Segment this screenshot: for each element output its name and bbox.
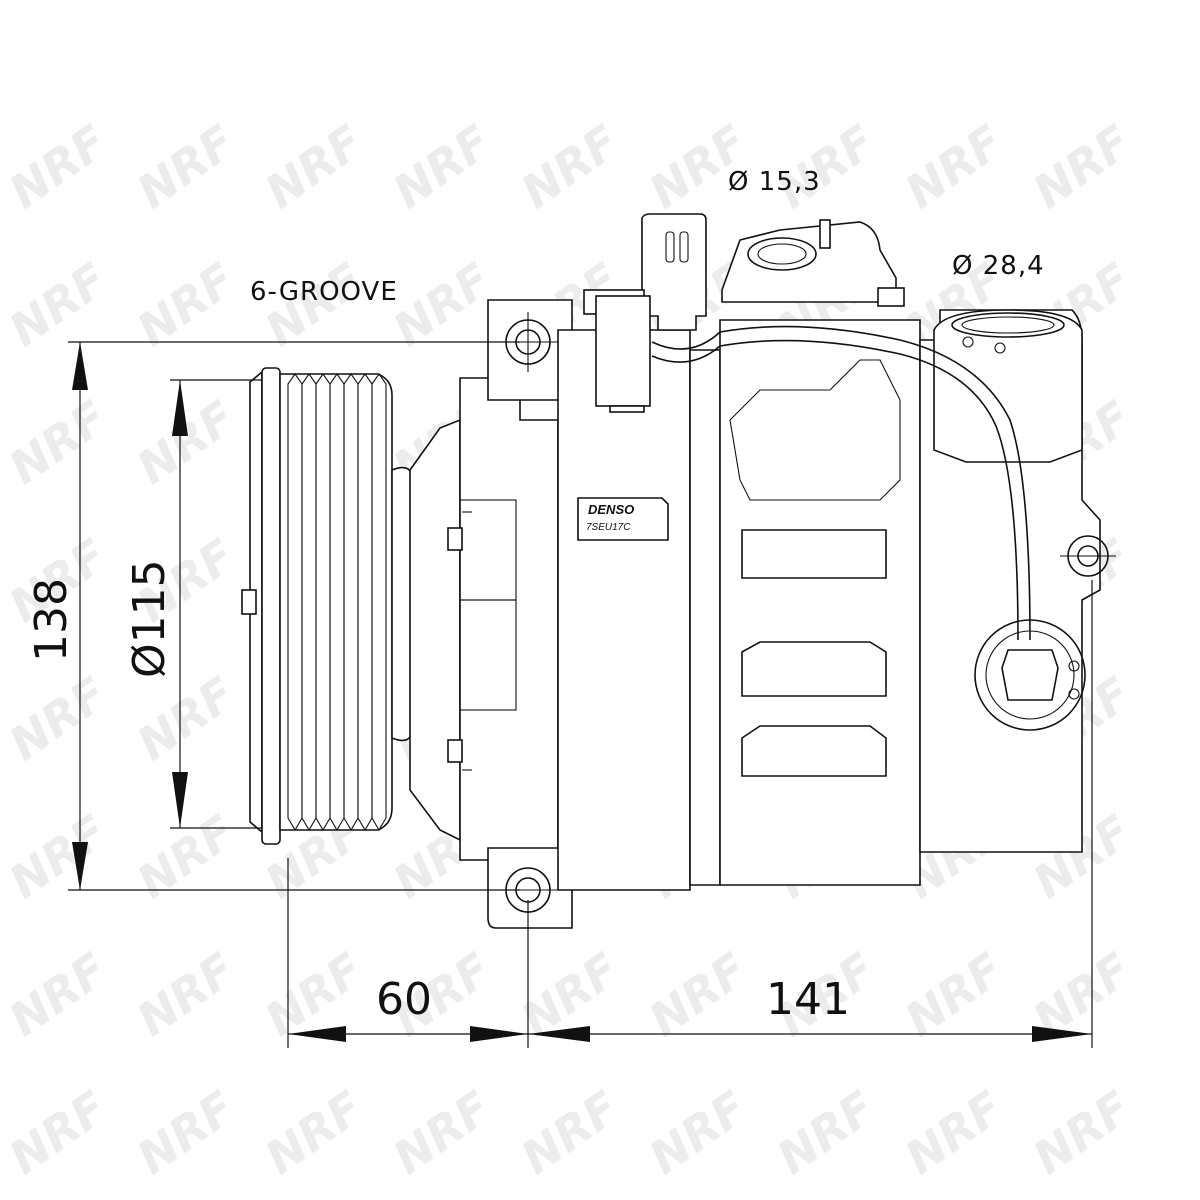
watermark-logo: NRF — [895, 114, 1012, 219]
electrical-connector — [583, 213, 1031, 641]
watermark-logo: NRF — [895, 942, 1012, 1047]
watermark-logo: NRF — [0, 252, 117, 357]
watermark-logo: NRF — [127, 252, 244, 357]
watermark-logo: NRF — [127, 804, 244, 909]
watermark-logo: NRF — [511, 114, 628, 219]
watermark-logo: NRF — [127, 666, 244, 771]
watermark-logo: NRF — [767, 1080, 884, 1185]
watermark-logo: NRF — [0, 666, 117, 771]
pulley-grooves — [287, 373, 387, 832]
groove-label: 6-GROOVE — [250, 277, 398, 307]
pulley-offset-dimension: 60 — [376, 974, 432, 1025]
nameplate-brand: DENSO — [588, 502, 634, 517]
lower-mounting-ear — [487, 847, 573, 929]
front-housing — [409, 377, 559, 861]
dimension-lines — [68, 341, 1093, 1048]
pulley — [241, 367, 413, 845]
discharge-port-diameter-label: Ø 15,3 — [728, 167, 821, 197]
watermark-logo: NRF — [639, 942, 756, 1047]
compressor-body: DENSO 7SEU17C — [557, 319, 940, 891]
watermark-logo: NRF — [383, 114, 500, 219]
watermark-logo: NRF — [0, 804, 117, 909]
watermark-logo: NRF — [127, 942, 244, 1047]
suction-port-diameter-label: Ø 28,4 — [952, 251, 1045, 281]
body-length-dimension: 141 — [766, 974, 850, 1025]
discharge-port — [721, 219, 905, 307]
watermark-logo: NRF — [895, 1080, 1012, 1185]
nameplate: DENSO 7SEU17C — [577, 497, 669, 541]
pulley-groove — [371, 373, 387, 832]
watermark-logo: NRF — [0, 114, 117, 219]
watermark-logo: NRF — [127, 114, 244, 219]
height-dimension: 138 — [26, 578, 77, 662]
watermark-logo: NRF — [383, 1080, 500, 1185]
watermark-logo: NRF — [1023, 1080, 1140, 1185]
watermark-logo: NRF — [0, 1080, 117, 1185]
suction-port — [933, 309, 1083, 463]
watermark-logo: NRF — [511, 1080, 628, 1185]
watermark-logo: NRF — [255, 114, 372, 219]
pulley-diameter-dimension: Ø115 — [124, 559, 175, 678]
watermark-logo: NRF — [127, 390, 244, 495]
watermark-logo: NRF — [1023, 114, 1140, 219]
nameplate-model: 7SEU17C — [586, 522, 631, 533]
watermark-logo: NRF — [639, 1080, 756, 1185]
watermark-logo: NRF — [383, 252, 500, 357]
upper-mounting-ear — [487, 299, 573, 401]
watermark-logo: NRF — [0, 390, 117, 495]
watermark-logo: NRF — [255, 1080, 372, 1185]
watermark-logo: NRF — [0, 942, 117, 1047]
watermark-logo: NRF — [127, 1080, 244, 1185]
